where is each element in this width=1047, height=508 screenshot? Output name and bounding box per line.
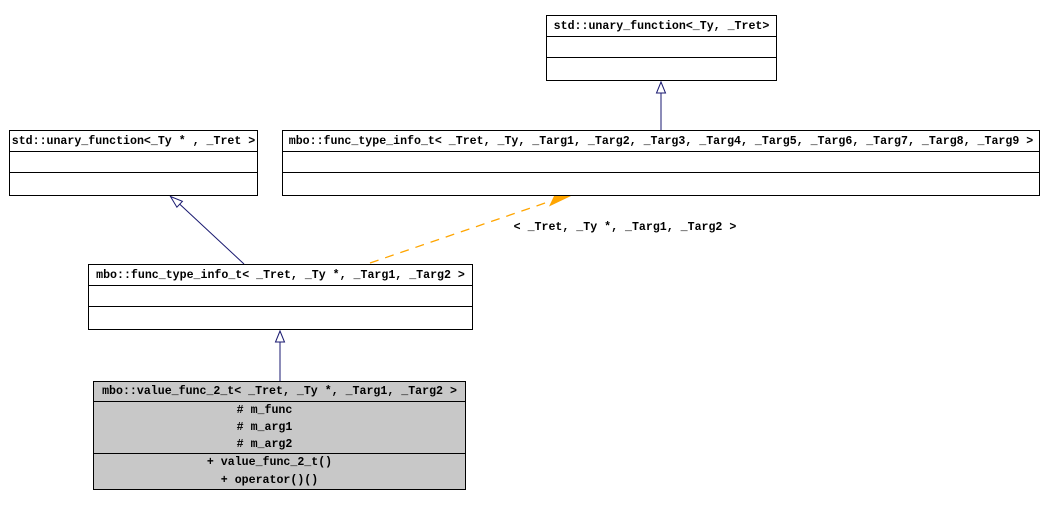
attribute-m-func: # m_func [236,404,293,417]
template-arrowhead [549,196,571,207]
methods-compartment [547,58,776,80]
class-title[interactable]: mbo::func_type_info_t< _Tret, _Ty, _Targ… [283,131,1039,152]
class-node-std-unary-function-ptr[interactable]: std::unary_function<_Ty * , _Tret > [9,130,258,196]
class-title[interactable]: mbo::func_type_info_t< _Tret, _Ty *, _Ta… [89,265,472,286]
inheritance-arrowhead [274,329,286,343]
class-title[interactable]: std::unary_function<_Ty * , _Tret > [10,131,257,152]
attributes-compartment [89,286,472,307]
methods-compartment [89,307,472,329]
methods-compartment: + value_func_2_t() + operator()() [94,454,465,490]
method-constructor: + value_func_2_t() [206,456,333,469]
class-node-func-type-info-spec[interactable]: mbo::func_type_info_t< _Tret, _Ty *, _Ta… [88,264,473,330]
attributes-compartment: # m_func # m_arg1 # m_arg2 [94,402,465,454]
attributes-compartment [10,152,257,173]
attribute-m-arg1: # m_arg1 [236,421,293,434]
methods-compartment [10,173,257,195]
class-node-func-type-info-general[interactable]: mbo::func_type_info_t< _Tret, _Ty, _Targ… [282,130,1040,196]
inheritance-arrowhead [655,80,667,94]
attribute-m-arg2: # m_arg2 [236,438,293,451]
class-node-value-func-2-t: mbo::value_func_2_t< _Tret, _Ty *, _Targ… [93,381,466,490]
attributes-compartment [283,152,1039,173]
attributes-compartment [547,37,776,58]
class-title: mbo::value_func_2_t< _Tret, _Ty *, _Targ… [94,382,465,402]
inheritance-edge-spec-to-unary-ptr [179,203,245,265]
template-args-label: < _Tret, _Ty *, _Targ1, _Targ2 > [513,221,737,234]
class-title[interactable]: std::unary_function<_Ty, _Tret> [547,16,776,37]
method-operator-call: + operator()() [220,474,319,487]
class-node-std-unary-function[interactable]: std::unary_function<_Ty, _Tret> [546,15,777,81]
methods-compartment [283,173,1039,195]
inheritance-arrowhead [169,195,184,209]
